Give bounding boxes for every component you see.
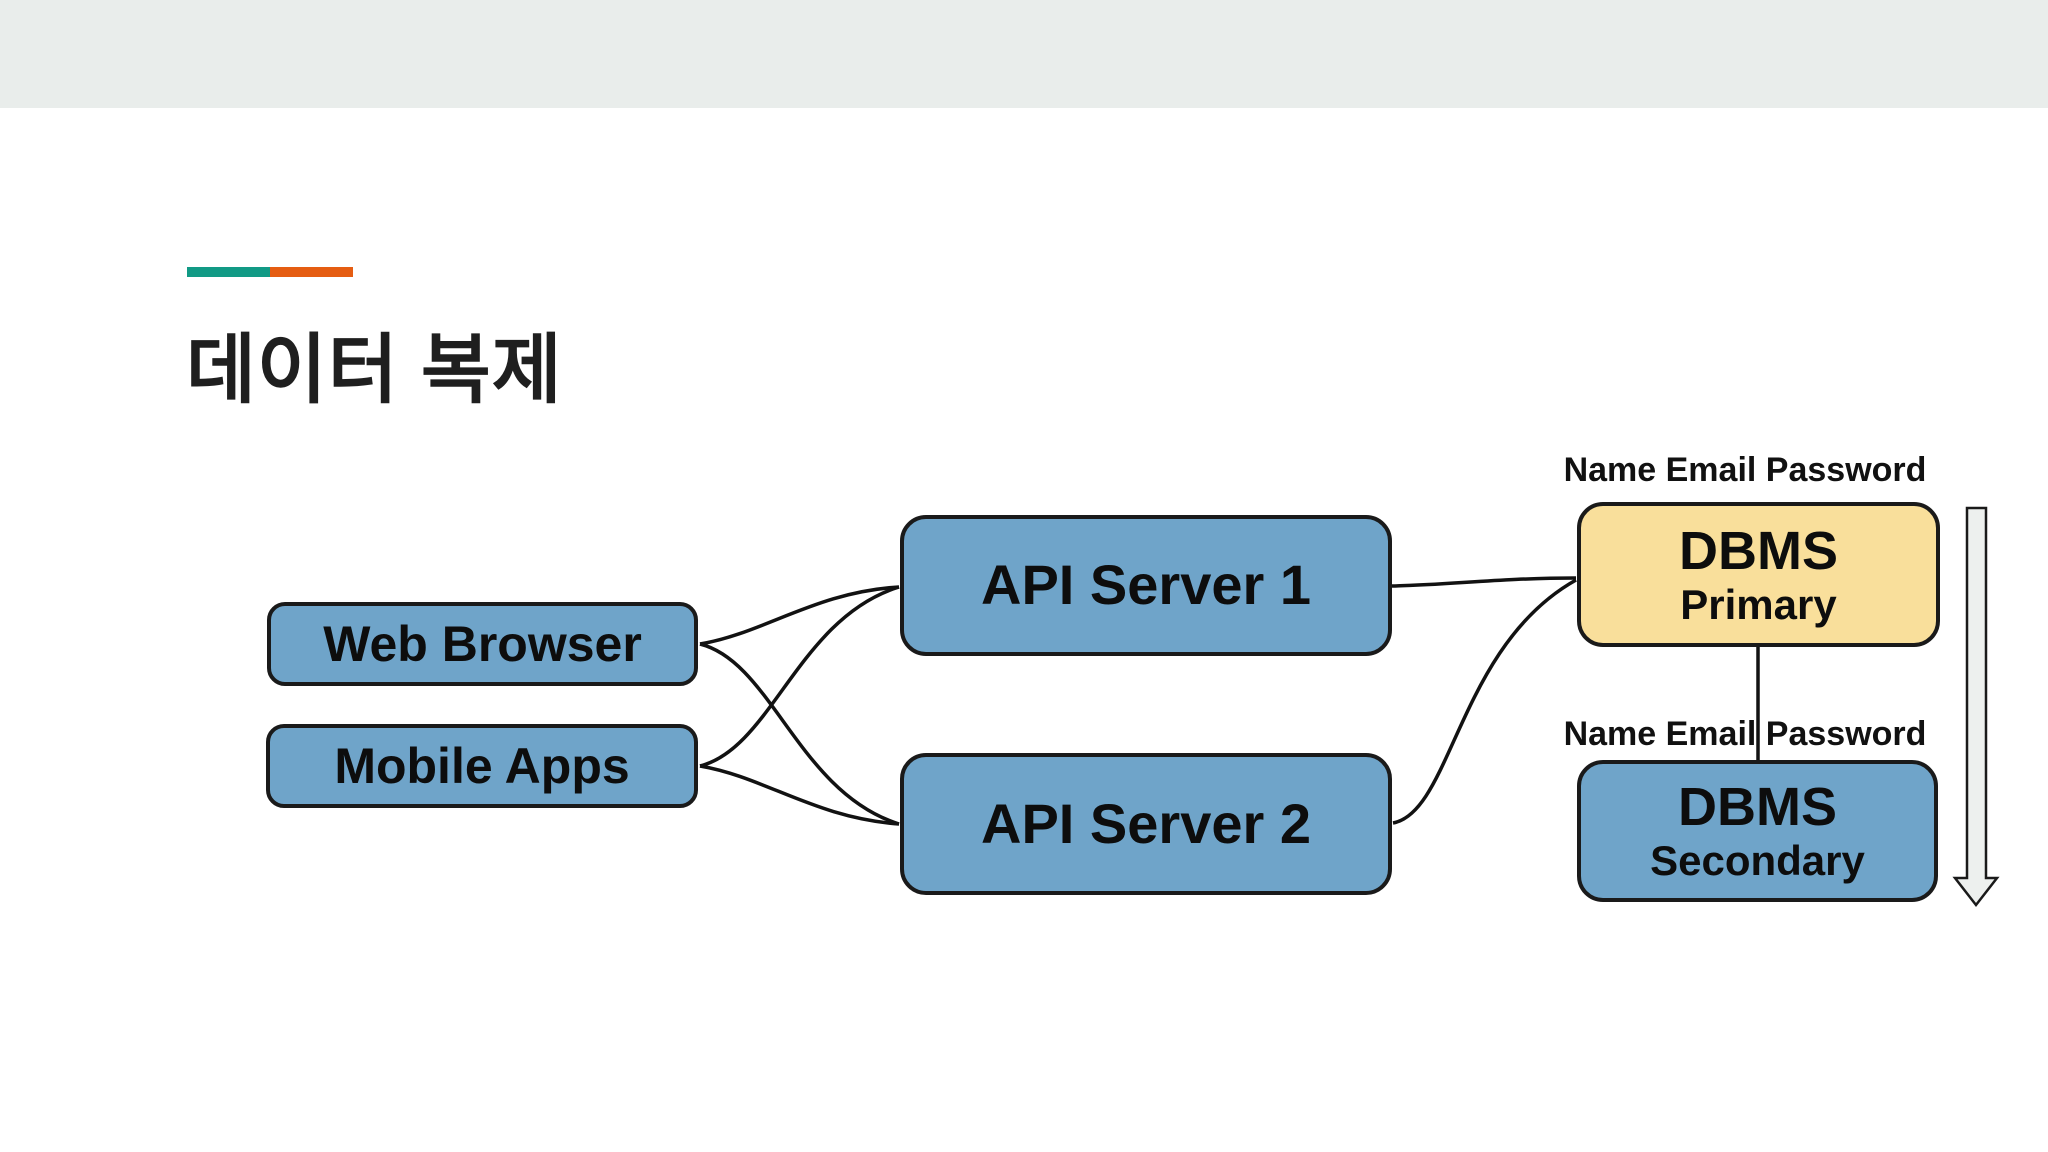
edge-web-browser-api-server-2 [699, 642, 900, 826]
accent-orange-segment [270, 267, 353, 277]
schema-label-primary: Name Email Password [1563, 451, 1927, 489]
node-dbms-primary: DBMS Primary [1577, 502, 1940, 647]
node-subtitle: Primary [1680, 580, 1837, 628]
node-web-browser: Web Browser [267, 602, 698, 686]
node-api-server-2: API Server 2 [900, 753, 1392, 895]
node-mobile-apps: Mobile Apps [266, 724, 698, 808]
node-title: DBMS [1678, 777, 1837, 838]
replication-down-arrow-icon [1952, 506, 2000, 908]
node-label: Mobile Apps [334, 738, 630, 794]
edge-mobile-apps-api-server-1 [699, 585, 900, 768]
node-label: API Server 2 [981, 791, 1311, 855]
edge-web-browser-api-server-1 [699, 585, 900, 646]
schema-label-secondary: Name Email Password [1563, 715, 1927, 753]
title-accent-bar [187, 267, 353, 277]
node-label: API Server 1 [981, 553, 1311, 617]
edge-api-server-1-dbms-primary [1391, 576, 1577, 588]
edge-api-server-2-dbms-primary [1392, 578, 1577, 825]
node-subtitle: Secondary [1650, 837, 1865, 885]
node-api-server-1: API Server 1 [900, 515, 1392, 656]
node-title: DBMS [1679, 520, 1838, 581]
node-dbms-secondary: DBMS Secondary [1577, 760, 1938, 902]
node-label: Web Browser [323, 616, 642, 672]
slide-top-band [0, 0, 2048, 108]
edge-mobile-apps-api-server-2 [699, 764, 900, 826]
page-title: 데이터 복제 [186, 328, 563, 413]
accent-teal-segment [187, 267, 270, 277]
